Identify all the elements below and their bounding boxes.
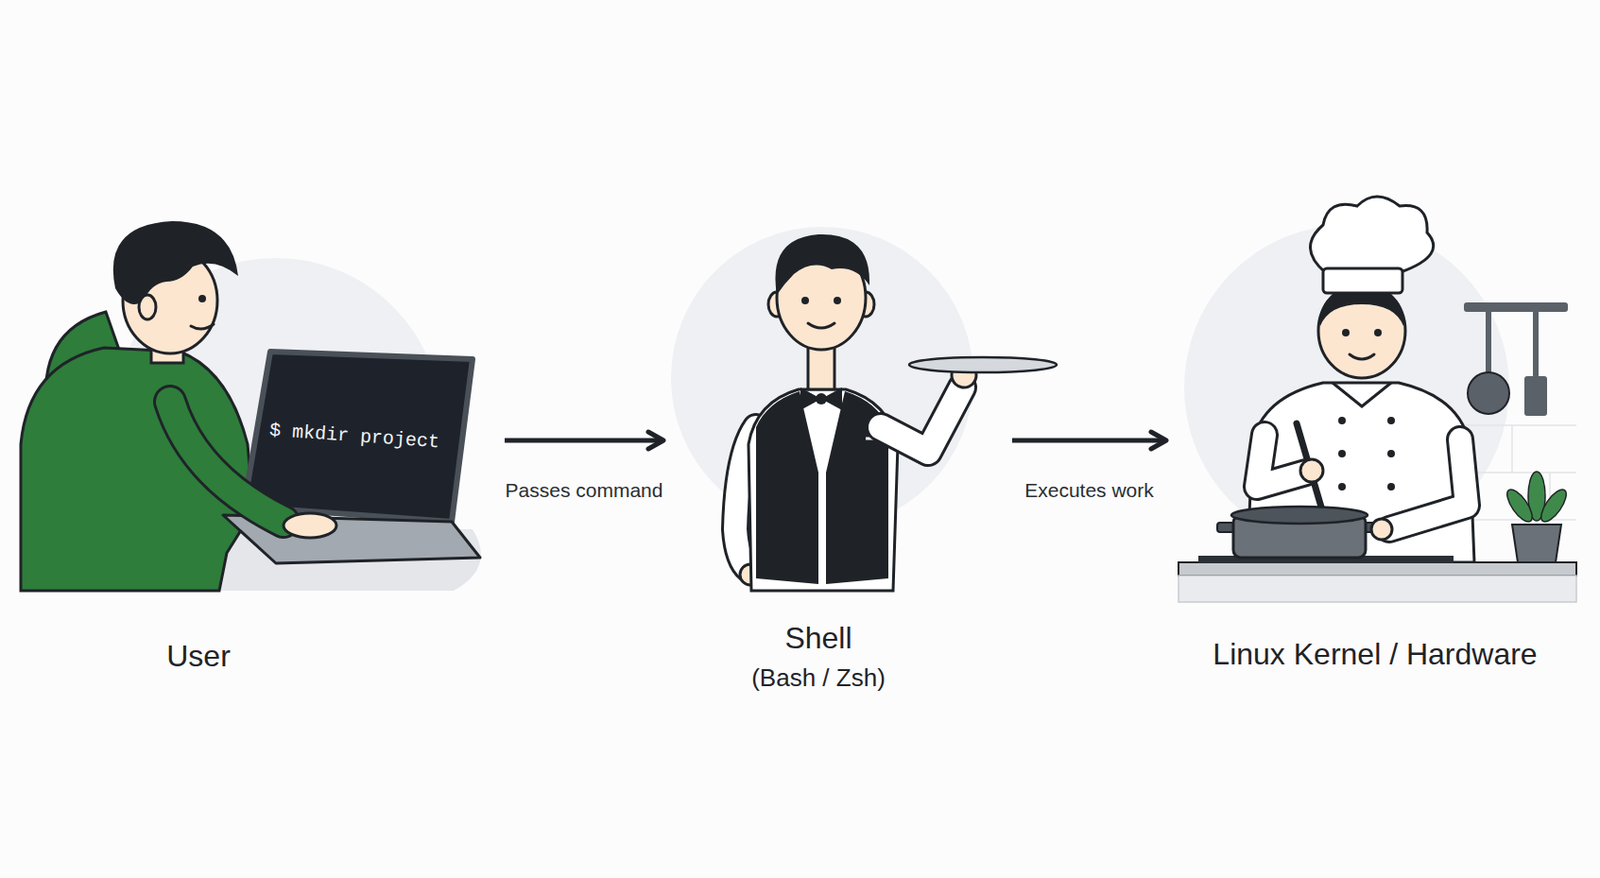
chef-figure — [1374, 328, 1382, 337]
figure-node: Linux Kernel / Hardware — [1166, 226, 1588, 700]
user-figure — [190, 324, 214, 329]
chef-figure — [1178, 575, 1577, 603]
waiter-figure — [880, 387, 963, 452]
waiter-figure — [801, 296, 809, 305]
user-figure — [283, 513, 337, 538]
flow-arrow — [1012, 438, 1164, 444]
user-figure — [243, 351, 473, 522]
plant-leaves — [1502, 485, 1537, 526]
coat-buttons — [1387, 449, 1395, 458]
figure-node: Shell (Bash / Zsh) — [663, 226, 1013, 700]
chef-figure — [1532, 311, 1539, 379]
flow-arrow — [504, 438, 661, 444]
chef-figure — [1178, 562, 1577, 576]
chef-figure — [1467, 372, 1510, 414]
waiter-figure — [909, 357, 1057, 373]
chef-figure — [1256, 434, 1307, 487]
chef-figure — [1371, 518, 1393, 540]
chef-figure — [1389, 439, 1467, 530]
user-figure — [170, 401, 284, 522]
waiter-figure — [756, 391, 819, 585]
chef-figure — [1485, 311, 1492, 374]
wall-tiles — [1511, 425, 1514, 473]
chef-figure — [1332, 382, 1392, 407]
chef-figure — [1256, 434, 1307, 487]
chef-figure — [1178, 196, 1577, 603]
waiter-figure — [735, 234, 1057, 591]
plant-leaves — [1536, 485, 1571, 526]
user-figure — [170, 401, 284, 522]
chef-figure — [1231, 506, 1368, 524]
node-title: User — [166, 637, 231, 674]
terminal-command: $ mkdir project — [268, 419, 440, 454]
node-title: Shell — [784, 619, 852, 656]
node-title: Linux Kernel / Hardware — [1212, 636, 1537, 672]
edge-label: Executes work — [1020, 478, 1158, 502]
waiter-figure — [815, 393, 827, 405]
chef-figure — [1463, 302, 1568, 312]
waiter-figure — [833, 296, 842, 305]
figure-node: User — [17, 226, 505, 700]
chef-figure — [1389, 439, 1467, 530]
chef-figure — [1217, 522, 1235, 533]
user-figure — [20, 221, 482, 591]
chef-figure — [1341, 328, 1350, 337]
wall-tiles — [1455, 424, 1577, 427]
edge-label: Passes command — [501, 478, 668, 502]
waiter-figure — [774, 234, 870, 295]
waiter-figure — [800, 387, 843, 411]
user-figure — [113, 221, 239, 305]
user-figure — [138, 294, 156, 320]
coat-buttons — [1338, 416, 1346, 425]
chef-figure — [1349, 354, 1375, 360]
waiter-figure — [808, 323, 835, 328]
coat-buttons — [1387, 416, 1395, 425]
chef-figure — [1524, 376, 1548, 416]
coat-buttons — [1338, 482, 1346, 491]
chef-figure — [1323, 268, 1403, 293]
plant-leaves — [1502, 471, 1571, 526]
node-subtitle: (Bash / Zsh) — [751, 663, 886, 693]
user-figure — [198, 294, 207, 303]
chef-figure — [1318, 283, 1406, 379]
coat-buttons — [1338, 416, 1395, 491]
chef-figure — [1296, 423, 1325, 520]
coat-buttons — [1338, 449, 1346, 458]
chef-figure — [1512, 524, 1562, 563]
chef-figure — [1300, 459, 1324, 482]
coat-buttons — [1387, 482, 1395, 491]
chef-figure — [1309, 196, 1433, 273]
waiter-figure — [880, 387, 963, 452]
